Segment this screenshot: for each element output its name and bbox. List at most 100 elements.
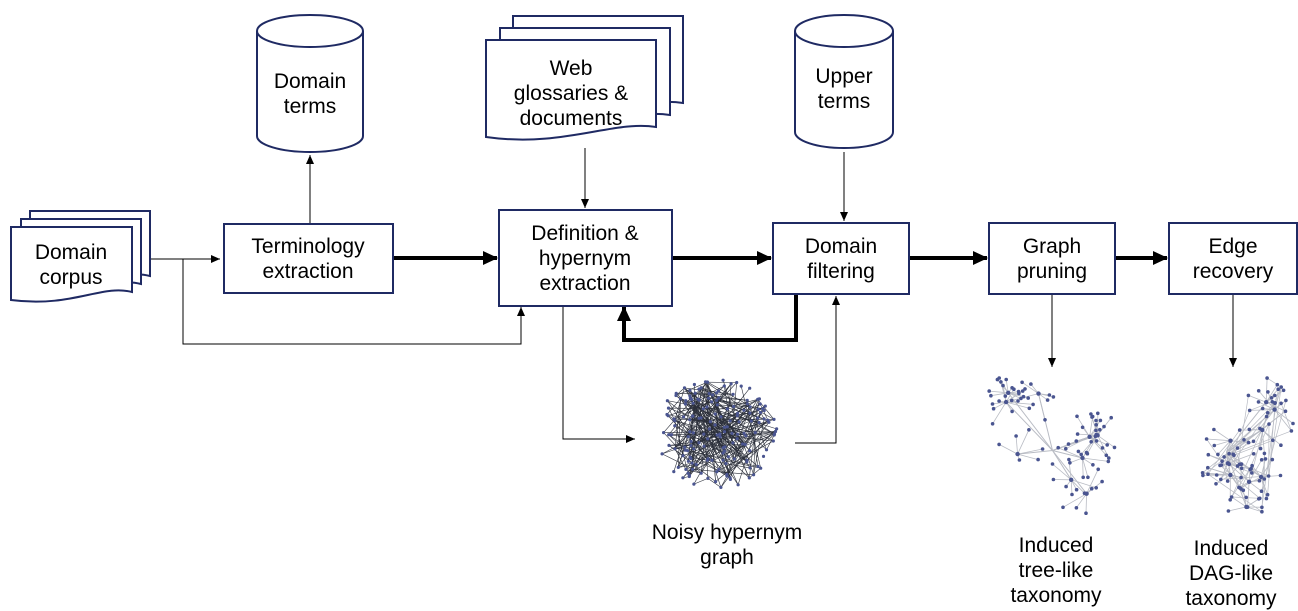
noisy-graph-node [683,402,688,406]
arrow-definition-to-noisy-graph [562,307,635,443]
noisy-graph-node [772,433,776,437]
tree-graph-node [1020,389,1025,393]
dag-graph-node [1214,473,1219,477]
dag-graph-node [1258,446,1263,451]
noisy-graph-node [762,417,766,421]
dag-graph-node [1239,466,1244,471]
noisy-graph-node [692,482,696,486]
noisy-graph-edge [682,433,721,478]
noisy-graph-node [686,459,691,463]
dag-graph-node [1265,376,1269,380]
domain-filtering-line-2: filtering [807,260,875,283]
dag-graph-node [1239,462,1244,467]
noisy-graph-edge [692,416,710,430]
noisy-graph-edge [685,388,750,470]
dag-graph-edge [1214,440,1231,446]
noisy-graph-node [699,386,703,390]
dag-graph-node [1212,427,1216,432]
dag-graph-node [1250,463,1254,468]
noisy-graph-node [691,431,696,435]
noisy-graph-caption-line-1: Noisy hypernym [652,521,803,544]
tree-graph-node [1109,415,1113,420]
noisy-graph-node [736,411,740,415]
noisy-graph-node [692,447,696,451]
dag-graph-edge [1237,395,1249,467]
tree-graph-node [1031,402,1035,407]
tree-graph-node [1107,456,1111,460]
dag-taxonomy-caption: Induced DAG-like taxonomy [1185,537,1277,610]
tree-graph-node [1074,439,1079,443]
tree-graph-node [1080,455,1085,461]
tree-graph-edge [1087,435,1098,454]
tree-caption-line-3: taxonomy [1010,584,1102,607]
noisy-graph-node [681,476,685,480]
noisy-graph-node [753,431,757,435]
tree-graph-edge [1089,420,1101,438]
noisy-graph-edge [685,400,746,437]
tree-graph-edge [1017,448,1043,455]
tree-graph-node [1016,399,1020,403]
tree-graph-node [997,442,1001,447]
tree-graph-node [1061,505,1065,510]
noisy-graph-node [683,448,687,452]
dag-graph-node [1249,466,1253,471]
dag-graph-node [1235,446,1240,450]
noisy-graph-edge [703,398,759,435]
dag-graph-node [1264,400,1269,405]
dag-graph-edge [1261,389,1279,508]
noisy-graph-node [761,407,765,411]
definition-extraction-line-1: Definition & [531,222,638,245]
dag-graph-node [1289,429,1294,433]
tree-graph-edge [1070,479,1085,494]
tree-graph-node [1051,477,1056,482]
noisy-graph-edge [674,448,687,470]
upper-terms-node: Upper terms [794,14,894,149]
tree-graph-edge [1005,401,1053,451]
noisy-graph-node [735,437,739,441]
noisy-graph-node [660,452,664,456]
tree-graph-node [1009,398,1014,403]
noisy-graph-edge [753,432,756,475]
noisy-graph-edge [674,383,732,449]
tree-graph-edge [1082,457,1089,478]
dag-graph-node [1281,388,1286,393]
noisy-graph-edge [674,443,743,450]
dag-graph-node [1251,439,1256,444]
dag-graph-node [1238,486,1242,490]
dag-graph-node [1259,489,1264,494]
tree-graph-node [987,389,991,393]
noisy-graph-edge [687,450,759,467]
connectors [150,148,1237,444]
noisy-graph-node [713,412,717,416]
dag-graph-edge [1213,429,1231,442]
noisy-graph-node [725,474,729,478]
dag-graph-edge [1223,430,1292,458]
noisy-graph-node [748,405,752,409]
noisy-graph-node [725,407,730,411]
noisy-graph-node [701,407,706,411]
noisy-graph-node [682,386,687,390]
noisy-graph-node [747,476,751,480]
tree-graph-node [1096,411,1100,416]
dag-graph-edge [1268,387,1282,477]
dag-graph-edge [1207,467,1242,478]
noisy-graph-node [714,391,719,395]
noisy-graph-node [721,446,725,450]
noisy-graph-node [763,404,767,408]
noisy-graph-node [705,458,709,462]
tree-graph-node [1094,439,1099,443]
dag-graph-edge [1233,439,1273,456]
noisy-graph-edge [697,385,725,400]
tree-graph-edge [1069,457,1083,464]
tree-graph-edge [1015,435,1018,455]
tree-graph-node [1064,446,1068,451]
tree-graph-node [1045,398,1050,402]
dag-graph-edge [1220,410,1251,480]
tree-graph-node [1036,391,1041,396]
noisy-graph-edge [722,431,776,454]
dag-graph-node [1279,443,1283,448]
dag-graph-node [1273,393,1277,398]
noisy-graph-node [676,465,680,469]
dag-graph-edge [1267,402,1276,495]
noisy-graph-node [665,399,670,403]
